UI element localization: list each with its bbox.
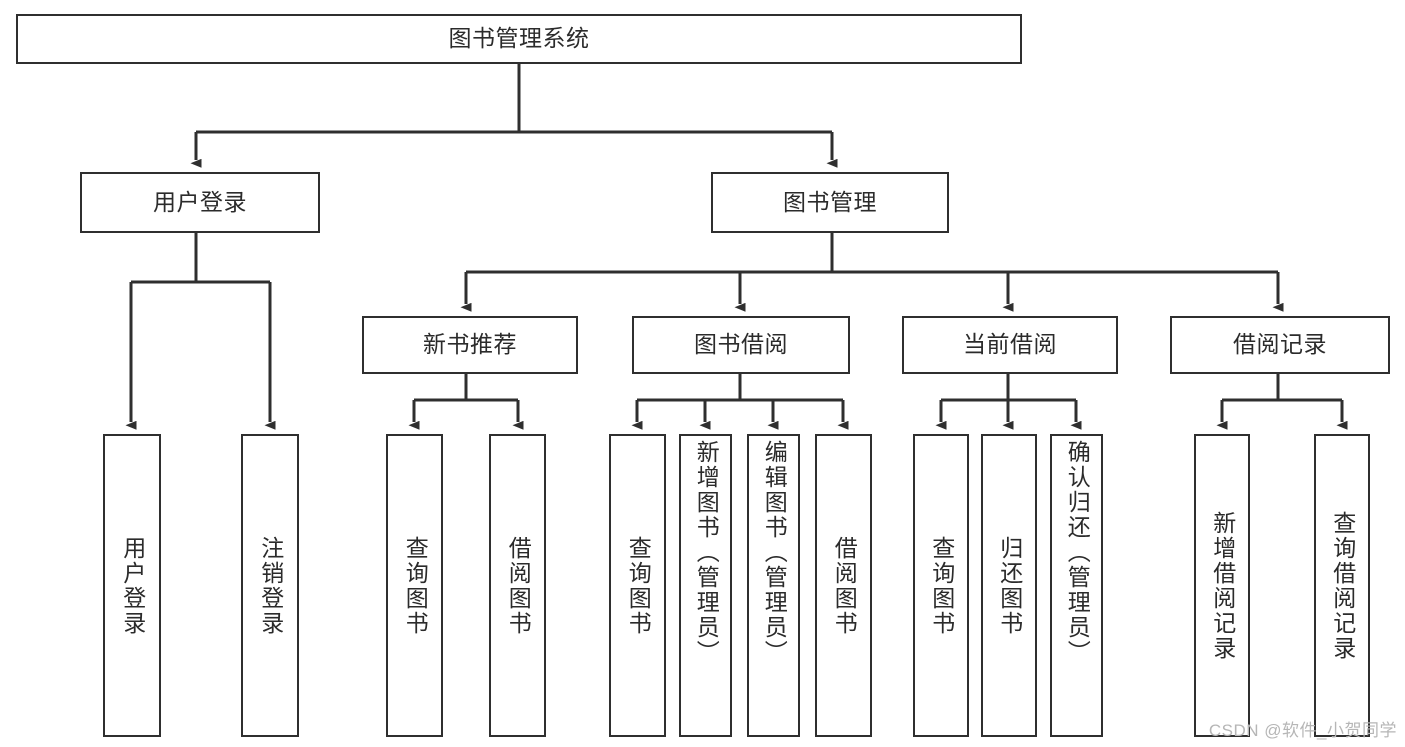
node-leaf-query-record[interactable]: 查询借阅记录 <box>1314 434 1370 737</box>
node-leaf-query-book-1[interactable]: 查询图书 <box>386 434 443 737</box>
node-borrow-record[interactable]: 借阅记录 <box>1170 316 1390 374</box>
node-leaf-logout[interactable]: 注销登录 <box>241 434 299 737</box>
node-leaf-borrow-book-1[interactable]: 借阅图书 <box>489 434 546 737</box>
node-book-borrow[interactable]: 图书借阅 <box>632 316 850 374</box>
node-book-manage[interactable]: 图书管理 <box>711 172 949 233</box>
node-leaf-user-login-label: 用户登录 <box>119 535 146 636</box>
node-leaf-query-book-3-label: 查询图书 <box>928 535 955 636</box>
node-leaf-borrow-book-2-label: 借阅图书 <box>831 535 858 636</box>
node-leaf-borrow-book-1-label: 借阅图书 <box>505 535 532 636</box>
node-leaf-confirm-return[interactable]: 确认归还（管理员） <box>1050 434 1103 737</box>
node-borrow-record-label: 借阅记录 <box>1233 331 1327 358</box>
node-user-login-label: 用户登录 <box>153 188 247 215</box>
node-root-label: 图书管理系统 <box>448 25 590 52</box>
node-leaf-return-book-label: 归还图书 <box>996 535 1023 636</box>
node-leaf-user-login[interactable]: 用户登录 <box>103 434 161 737</box>
node-new-book-recommend-label: 新书推荐 <box>423 331 517 358</box>
node-book-manage-label: 图书管理 <box>783 188 877 215</box>
node-new-book-recommend[interactable]: 新书推荐 <box>362 316 578 374</box>
node-leaf-query-book-2[interactable]: 查询图书 <box>609 434 666 737</box>
node-current-borrow-label: 当前借阅 <box>963 331 1057 358</box>
node-leaf-query-book-1-label: 查询图书 <box>402 535 429 636</box>
node-leaf-logout-label: 注销登录 <box>257 535 284 636</box>
node-current-borrow[interactable]: 当前借阅 <box>902 316 1118 374</box>
node-leaf-query-record-label: 查询借阅记录 <box>1329 510 1356 661</box>
node-leaf-add-record[interactable]: 新增借阅记录 <box>1194 434 1250 737</box>
node-leaf-confirm-return-label: 确认归还（管理员） <box>1064 440 1091 665</box>
node-user-login[interactable]: 用户登录 <box>80 172 320 233</box>
node-leaf-return-book[interactable]: 归还图书 <box>981 434 1037 737</box>
csdn-watermark: CSDN @软件_小贺同学 <box>1208 721 1397 740</box>
node-leaf-query-book-3[interactable]: 查询图书 <box>913 434 969 737</box>
node-leaf-edit-book-label: 编辑图书（管理员） <box>761 440 788 665</box>
node-leaf-edit-book[interactable]: 编辑图书（管理员） <box>747 434 800 737</box>
node-root[interactable]: 图书管理系统 <box>16 14 1022 64</box>
node-leaf-add-record-label: 新增借阅记录 <box>1209 510 1236 661</box>
node-book-borrow-label: 图书借阅 <box>694 331 788 358</box>
node-leaf-add-book[interactable]: 新增图书（管理员） <box>679 434 732 737</box>
node-leaf-borrow-book-2[interactable]: 借阅图书 <box>815 434 872 737</box>
node-leaf-query-book-2-label: 查询图书 <box>625 535 652 636</box>
node-leaf-add-book-label: 新增图书（管理员） <box>693 440 720 665</box>
